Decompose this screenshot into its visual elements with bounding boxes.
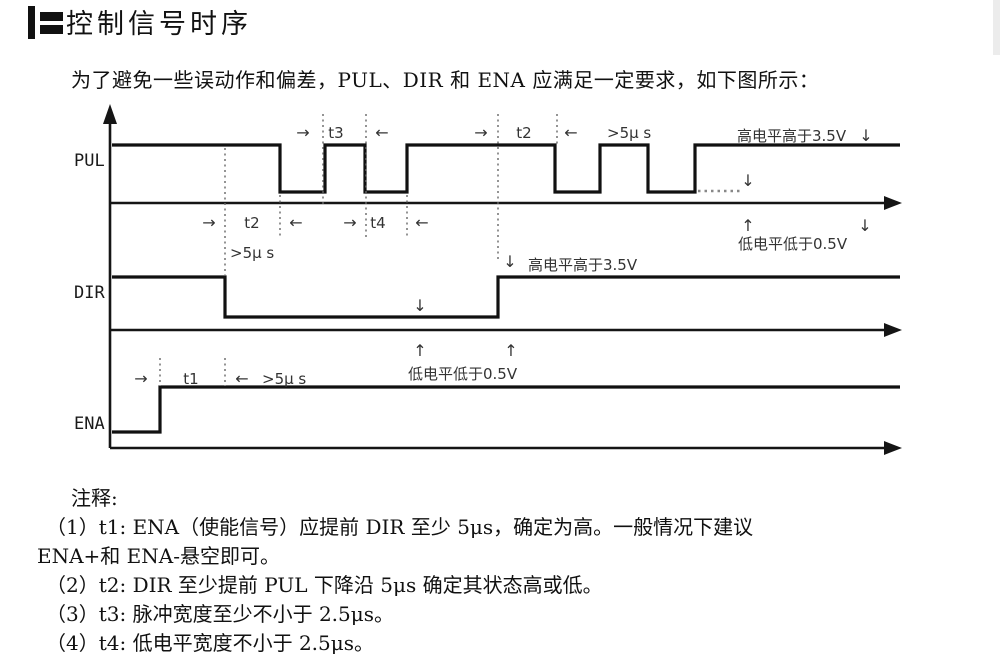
min-5us-label: >5μ s <box>262 370 306 388</box>
min-5us-label: >5μ s <box>230 244 274 262</box>
arrow-right-icon: → <box>343 213 356 232</box>
arrow-left-icon: ← <box>415 213 428 232</box>
min-5us-label: >5μ s <box>607 124 651 142</box>
t4-label: t4 <box>370 214 385 232</box>
t2-label: t2 <box>244 214 259 232</box>
ena-axis-arrowhead <box>884 441 902 455</box>
pul-waveform <box>112 143 900 194</box>
dir-axis-arrowhead <box>884 323 902 337</box>
note-line-1: （1）t1: ENA（使能信号）应提前 DIR 至少 5μs，确定为高。一般情况… <box>46 515 754 539</box>
t3-label: t3 <box>328 124 343 142</box>
axis-arrowheads <box>103 104 902 455</box>
dir-waveform <box>112 275 900 319</box>
axes <box>108 118 888 450</box>
arrow-left-icon: ← <box>235 369 248 388</box>
section-marker-icon <box>28 6 63 39</box>
arrow-right-icon: → <box>296 123 309 142</box>
arrow-up-icon: ↑ <box>504 341 517 360</box>
ena-waveform <box>112 385 900 434</box>
axis-up-arrowhead <box>103 104 117 124</box>
pul-low-level-label: 低电平低于0.5V <box>738 235 848 253</box>
note-line-1-cont: ENA+和 ENA-悬空即可。 <box>37 544 280 568</box>
section-marker-hbars <box>40 12 63 38</box>
guide-lines <box>159 114 558 386</box>
ena-label: ENA <box>74 414 105 434</box>
arrow-right-icon: → <box>202 213 215 232</box>
arrow-left-icon: ← <box>564 123 577 142</box>
waveforms <box>112 143 900 434</box>
t1-label: t1 <box>183 370 198 388</box>
dir-high-level-label: 高电平高于3.5V <box>528 256 638 274</box>
note-line-3: （3）t3: 脉冲宽度至少不小于 2.5μs。 <box>46 602 395 626</box>
arrow-up-icon: ↑ <box>741 216 754 235</box>
arrow-left-icon: ← <box>289 213 302 232</box>
arrow-left-icon: ← <box>375 123 388 142</box>
page-edge-strip <box>993 0 1000 55</box>
intro-text: 为了避免一些误动作和偏差，PUL、DIR 和 ENA 应满足一定要求，如下图所示… <box>71 68 820 92</box>
arrow-right-icon: → <box>134 369 147 388</box>
dir-label: DIR <box>74 283 105 303</box>
section-marker-vbar <box>28 6 35 39</box>
note-line-2: （2）t2: DIR 至少提前 PUL 下降沿 5μs 确定其状态高或低。 <box>46 573 603 597</box>
arrow-up-icon: ↑ <box>413 341 426 360</box>
arrow-down-icon: ↓ <box>503 252 516 271</box>
notes-section: 注释: （1）t1: ENA（使能信号）应提前 DIR 至少 5μs，确定为高。… <box>0 484 753 658</box>
dir-low-level-label: 低电平低于0.5V <box>408 365 518 383</box>
arrow-down-icon: ↓ <box>413 296 426 315</box>
page-title: 控制信号时序 <box>66 9 252 40</box>
arrow-down-icon: ↓ <box>741 171 754 190</box>
pul-axis-arrowhead <box>884 196 902 210</box>
note-line-4: （4）t4: 低电平宽度不小于 2.5μs。 <box>46 631 375 655</box>
arrow-down-icon: ↓ <box>858 216 871 235</box>
t2-label: t2 <box>516 124 531 142</box>
arrow-down-icon: ↓ <box>859 126 872 145</box>
arrow-right-icon: → <box>474 123 487 142</box>
notes-heading: 注释: <box>71 486 118 510</box>
pul-high-level-label: 高电平高于3.5V <box>737 127 847 145</box>
pul-label: PUL <box>74 151 105 171</box>
